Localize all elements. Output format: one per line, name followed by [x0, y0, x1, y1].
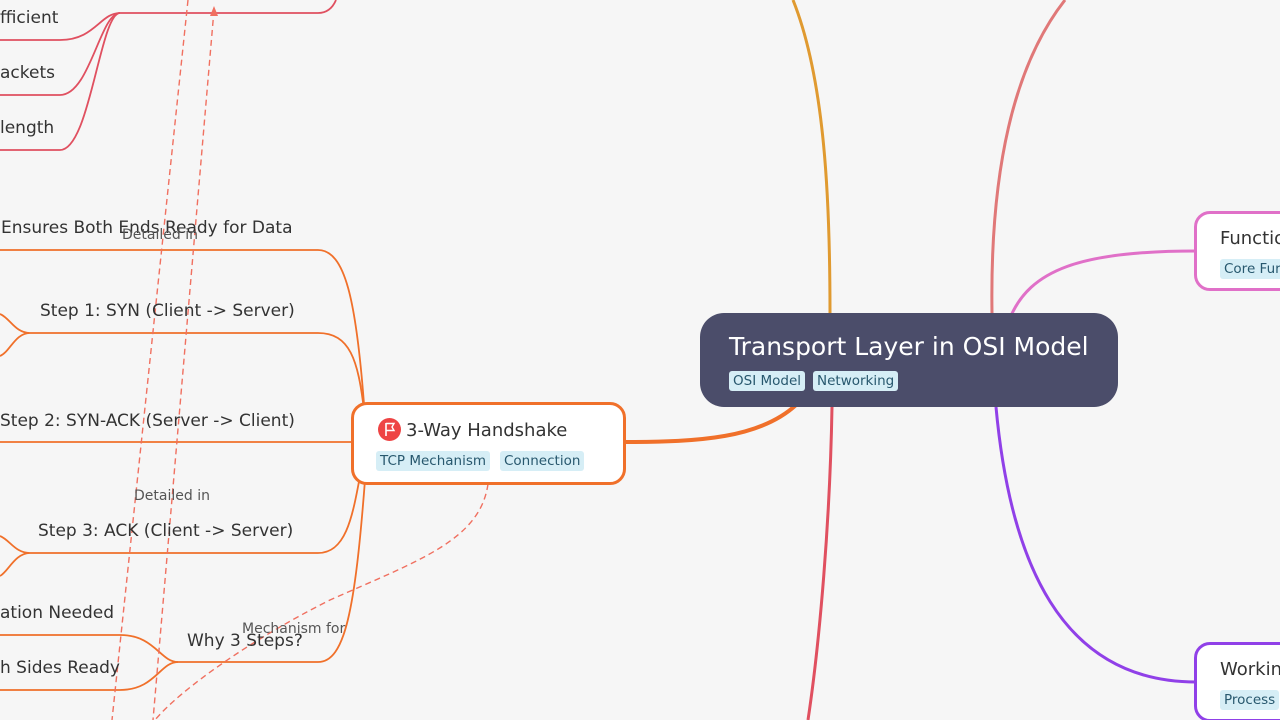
handshake-why[interactable]: Why 3 Steps? — [187, 631, 303, 651]
relation-line-1 — [111, 0, 189, 720]
relation-arrow — [210, 6, 218, 16]
branch-red-bottom — [806, 406, 834, 720]
handshake-tag-connection: Connection — [500, 451, 585, 471]
top-item-3[interactable]: length — [0, 118, 55, 138]
functions-tag: Core Fur — [1220, 259, 1280, 279]
central-topic-node[interactable]: Transport Layer in OSI Model OSI Model N… — [700, 313, 1118, 407]
handshake-step-1[interactable]: Step 1: SYN (Client -> Server) — [40, 301, 295, 321]
branch-purple — [994, 406, 1197, 684]
why-child-b[interactable]: h Sides Ready — [0, 658, 120, 678]
handshake-title: 3-Way Handshake — [406, 420, 568, 441]
edge-top-item1 — [0, 12, 121, 41]
working-node[interactable]: Workin Process — [1194, 642, 1280, 720]
top-item-2[interactable]: ackets — [0, 63, 55, 83]
edge-top-parent — [120, 0, 337, 14]
branch-handshake — [624, 403, 798, 444]
relation-label-detailed-in-1: Detailed in — [122, 227, 198, 243]
relation-line-3 — [154, 483, 489, 720]
branch-gold — [791, 0, 832, 314]
edge-step1 — [0, 313, 365, 411]
edge-top-item3 — [0, 12, 121, 151]
handshake-tag-tcp: TCP Mechanism — [376, 451, 491, 471]
top-item-1[interactable]: fficient — [0, 8, 59, 28]
edge-purpose — [0, 249, 365, 405]
edge-why-a — [0, 634, 179, 663]
branch-pink — [1008, 249, 1197, 319]
relation-label-mechanism-for: Mechanism for — [242, 621, 346, 637]
handshake-purpose[interactable]: Ensures Both Ends Ready for Data — [1, 218, 293, 238]
central-tag-networking: Networking — [813, 371, 899, 391]
working-tag: Process — [1220, 690, 1280, 710]
handshake-node[interactable]: 3-Way Handshake TCP Mechanism Connection — [351, 402, 626, 485]
edge-step3 — [0, 475, 361, 577]
functions-title: Functio — [1220, 228, 1280, 249]
relation-label-detailed-in-2: Detailed in — [134, 488, 210, 504]
edge-top-item2 — [0, 12, 121, 96]
why-child-a[interactable]: ation Needed — [0, 603, 115, 623]
functions-node[interactable]: Functio Core Fur — [1194, 211, 1280, 291]
flag-icon — [378, 418, 401, 441]
handshake-step-2[interactable]: Step 2: SYN-ACK (Server -> Client) — [0, 411, 295, 431]
handshake-step-3[interactable]: Step 3: ACK (Client -> Server) — [38, 521, 294, 541]
edge-why — [178, 479, 366, 663]
central-tag-osi: OSI Model — [729, 371, 806, 391]
branch-red-top — [990, 0, 1067, 314]
edge-why-b — [0, 661, 179, 691]
central-topic-title: Transport Layer in OSI Model — [729, 332, 1089, 361]
working-title: Workin — [1220, 659, 1280, 680]
relation-line-2 — [152, 9, 215, 720]
